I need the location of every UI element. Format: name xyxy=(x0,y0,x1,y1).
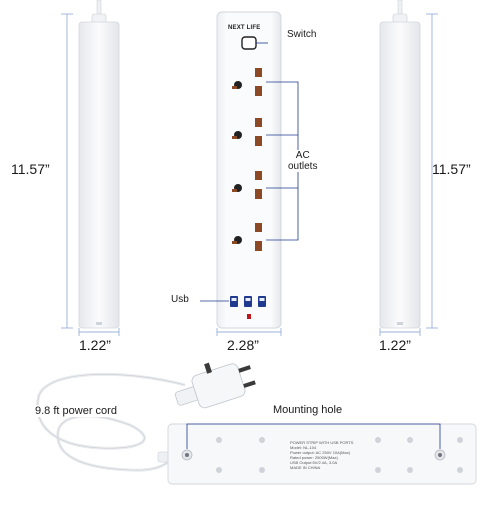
back-foot-6 xyxy=(375,467,381,473)
outlet-3-slot-left xyxy=(232,189,237,192)
back-foot-5 xyxy=(375,437,381,443)
outlet-1-slot-top xyxy=(255,68,262,77)
plug-body xyxy=(191,363,246,409)
right-strip-foot xyxy=(397,322,403,325)
plug-pin-earth xyxy=(204,362,212,374)
power-switch xyxy=(241,36,257,50)
outlet-4-slot-bottom xyxy=(255,241,262,251)
power-cord-assembly xyxy=(36,362,256,472)
outlet-1-slot-bottom xyxy=(255,86,262,96)
left-strip-body xyxy=(78,21,120,329)
mounting-hole-right-center xyxy=(438,453,442,457)
usb-port-1-tongue xyxy=(231,298,237,301)
back-foot-2 xyxy=(216,467,222,473)
right-side-view xyxy=(379,0,421,329)
ac-outlet-3 xyxy=(232,171,262,199)
mounting-hole-bracket xyxy=(186,423,441,449)
product-label-line: Rated power: 2500W(Max) xyxy=(290,455,338,460)
ac-outlets-label: AC outlets xyxy=(287,150,319,172)
product-label-line: USB Output:5V/2.4A, 3.0A xyxy=(290,460,338,465)
usb-label: Usb xyxy=(171,294,189,305)
left-side-view xyxy=(78,0,120,329)
outlet-2-slot-bottom xyxy=(255,136,262,146)
mounting-hole-left-center xyxy=(185,453,189,457)
right-height-dimension xyxy=(426,13,438,329)
right-height-label: 11.57” xyxy=(432,161,471,177)
right-width-dimension xyxy=(379,328,421,336)
usb-port-3-tongue xyxy=(259,298,265,301)
power-cord-outline xyxy=(37,374,186,471)
right-cable xyxy=(397,0,403,17)
left-height-dimension xyxy=(61,13,73,329)
back-view xyxy=(157,423,477,485)
back-foot-9 xyxy=(457,437,463,443)
plug-pin-top xyxy=(238,365,251,373)
plug-pin-bottom xyxy=(243,380,256,388)
usb-indicator-led xyxy=(247,314,251,319)
ac-outlet-2 xyxy=(232,118,262,146)
usb-port-2-tongue xyxy=(245,298,251,301)
right-strip-body xyxy=(379,21,421,329)
back-foot-8 xyxy=(407,467,413,473)
left-strip-foot xyxy=(96,322,102,325)
center-width-dimension xyxy=(216,328,282,336)
product-label-line: MADE IN CHINA xyxy=(290,465,321,470)
uk-plug xyxy=(174,362,256,409)
power-cord-label: 9.8 ft power cord xyxy=(35,405,117,417)
center-width-label: 2.28” xyxy=(227,337,259,353)
product-label-line: Model: NL-104 xyxy=(290,445,317,450)
left-width-dimension xyxy=(78,328,120,336)
back-foot-10 xyxy=(457,467,463,473)
left-height-label: 11.57” xyxy=(11,161,50,177)
back-foot-7 xyxy=(407,437,413,443)
switch-label: Switch xyxy=(287,29,317,40)
outlet-2-slot-left xyxy=(232,136,237,139)
ac-outlets-label-line2: outlets xyxy=(288,161,318,172)
outlet-3-slot-top xyxy=(255,171,262,180)
outlet-3-slot-bottom xyxy=(255,189,262,199)
outlet-4-slot-top xyxy=(255,223,262,232)
brand-logo: NEXT LIFE xyxy=(228,25,261,31)
ac-outlet-1 xyxy=(232,68,262,96)
product-label-line: Power output: AC 250V 10A(Max) xyxy=(290,450,351,455)
usb-port-3 xyxy=(258,296,266,307)
back-foot-1 xyxy=(216,437,222,443)
left-cable xyxy=(96,0,102,17)
product-info-label: POWER STRIP WITH USB PORTS Model: NL-104… xyxy=(290,440,353,470)
mounting-hole-label: Mounting hole xyxy=(273,404,343,416)
outlet-1-slot-left xyxy=(232,86,237,89)
ac-outlet-4 xyxy=(232,223,262,251)
ac-outlets-label-line1: AC xyxy=(295,150,310,161)
front-view xyxy=(200,11,299,329)
usb-port-1 xyxy=(230,296,238,307)
back-foot-4 xyxy=(259,467,265,473)
product-label-line: POWER STRIP WITH USB PORTS xyxy=(290,440,354,445)
usb-port-2 xyxy=(244,296,252,307)
back-foot-3 xyxy=(259,437,265,443)
outlet-2-slot-top xyxy=(255,118,262,127)
front-strip-body xyxy=(216,11,282,329)
left-width-label: 1.22” xyxy=(79,337,111,353)
outlet-4-slot-left xyxy=(232,241,237,244)
right-width-label: 1.22” xyxy=(379,337,411,353)
